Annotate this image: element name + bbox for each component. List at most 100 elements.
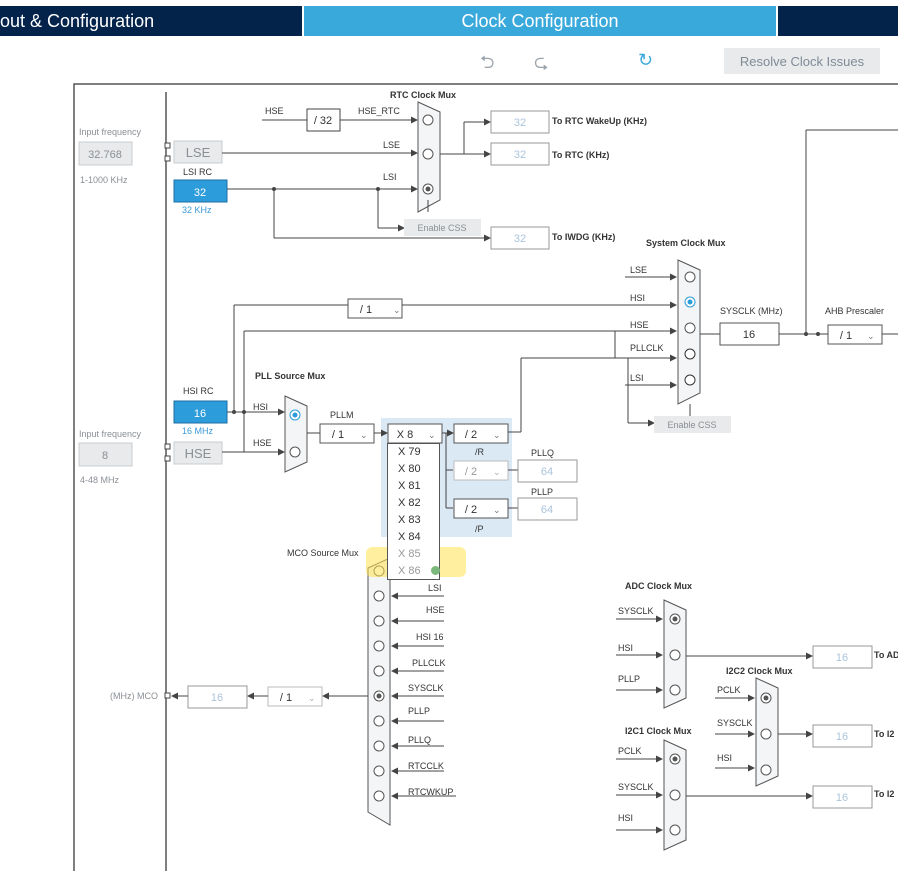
i2c2-output-value: 16 bbox=[836, 731, 848, 743]
pllp-div-value: / 2 bbox=[465, 504, 477, 516]
ahb-prescaler-value: / 1 bbox=[840, 330, 852, 342]
i2c1-output bbox=[812, 785, 873, 809]
hsi-rc-unit: 16 MHz bbox=[182, 426, 214, 436]
rtc-wakeup-label: To RTC WakeUp (KHz) bbox=[552, 116, 647, 126]
rtc-output bbox=[490, 142, 550, 166]
pllp-output bbox=[517, 497, 578, 521]
plln-option-85[interactable]: X 85 bbox=[398, 548, 421, 560]
tab-pinout-configuration[interactable]: out & Configuration bbox=[0, 6, 302, 36]
mco-divider-chevron: ⌄ bbox=[308, 693, 316, 703]
hsi-sysclk-divider-chevron: ⌄ bbox=[393, 305, 401, 315]
i2c1-option-sysclk[interactable] bbox=[669, 789, 681, 801]
mco-output-value: 16 bbox=[211, 692, 223, 704]
sysmux-option-lsi[interactable] bbox=[684, 374, 696, 386]
lse-pin bbox=[164, 142, 171, 149]
adc-input-pllp: PLLP bbox=[618, 674, 640, 684]
refresh-icon[interactable]: ↻ bbox=[638, 50, 654, 70]
hsi-sysclk-divider[interactable] bbox=[347, 298, 403, 319]
plln-option-79[interactable]: X 79 bbox=[398, 446, 421, 458]
adc-option-hsi[interactable] bbox=[669, 649, 681, 661]
pllq-output-value: 64 bbox=[541, 466, 553, 478]
redo-icon[interactable]: ⮎ bbox=[534, 52, 549, 72]
pllr-chevron: ⌄ bbox=[493, 430, 501, 440]
rtc-wakeup-output bbox=[490, 110, 550, 134]
lse-oscillator-label: LSE bbox=[186, 145, 211, 160]
plln-option-82[interactable]: X 82 bbox=[398, 497, 421, 509]
iwdg-output-label: To IWDG (KHz) bbox=[552, 232, 615, 242]
i2c1-output-value: 16 bbox=[836, 792, 848, 804]
sysmux-enable-css-button[interactable] bbox=[654, 416, 731, 433]
sysmux-option-lse[interactable] bbox=[684, 271, 696, 283]
plln-option-86[interactable]: X 86 bbox=[398, 565, 421, 577]
pllp-chevron: ⌄ bbox=[493, 505, 501, 515]
mco-label: (MHz) MCO bbox=[110, 691, 158, 701]
pll-src-option-hse[interactable] bbox=[289, 446, 301, 458]
mco-option-pllq[interactable] bbox=[373, 740, 385, 752]
resolve-clock-issues-button[interactable]: Resolve Clock Issues bbox=[724, 48, 880, 74]
rtc-lsi-label: LSI bbox=[383, 172, 397, 182]
pllm-label: PLLM bbox=[330, 410, 354, 420]
hse-input-frequency-field[interactable] bbox=[78, 442, 133, 467]
mco-option-pllclk[interactable] bbox=[373, 665, 385, 677]
mco-option-hsi16[interactable] bbox=[373, 640, 385, 652]
mco-option-rtcwkup[interactable] bbox=[373, 790, 385, 802]
mco-input-rtcwkup: RTCWKUP bbox=[408, 787, 453, 797]
rtc-clock-mux-title: RTC Clock Mux bbox=[390, 90, 456, 100]
i2c2-clock-mux-title: I2C2 Clock Mux bbox=[726, 666, 793, 676]
mco-option-hse[interactable] bbox=[373, 615, 385, 627]
i2c1-input-hsi: HSI bbox=[618, 813, 633, 823]
rtc-enable-css-label: Enable CSS bbox=[417, 223, 466, 233]
i2c1-output-label: To I2 bbox=[874, 789, 894, 799]
plln-dropdown-list[interactable]: X 79 X 80 X 81 X 82 X 83 X 84 X 85 X 86 bbox=[387, 443, 440, 580]
pllr-value: / 2 bbox=[465, 429, 477, 441]
mco-input-pllq: PLLQ bbox=[408, 735, 431, 745]
pllp-output-value: 64 bbox=[541, 504, 553, 516]
i2c1-input-pclk: PCLK bbox=[618, 746, 642, 756]
dropdown-scroll-indicator[interactable] bbox=[431, 566, 440, 575]
sysmux-input-hse: HSE bbox=[630, 320, 649, 330]
mco-input-lsi: LSI bbox=[428, 583, 442, 593]
plln-option-81[interactable]: X 81 bbox=[398, 480, 421, 492]
tab-next[interactable] bbox=[778, 6, 898, 36]
adc-option-pllp[interactable] bbox=[669, 684, 681, 696]
sysmux-option-hse[interactable] bbox=[684, 322, 696, 334]
sysclk-label: SYSCLK (MHz) bbox=[720, 306, 783, 316]
sysmux-option-pllclk[interactable] bbox=[684, 348, 696, 360]
rtc-mux-option-hse[interactable] bbox=[422, 114, 434, 126]
mco-option-lsi[interactable] bbox=[373, 590, 385, 602]
undo-icon[interactable]: ⮌ bbox=[480, 52, 495, 72]
lsi-rc-unit: 32 KHz bbox=[182, 205, 212, 215]
mco-pin bbox=[164, 692, 171, 699]
plln-option-83[interactable]: X 83 bbox=[398, 514, 421, 526]
i2c2-input-hsi: HSI bbox=[717, 753, 732, 763]
rtc-mux-option-lse[interactable] bbox=[422, 148, 434, 160]
lse-input-frequency-label: Input frequency bbox=[79, 127, 142, 137]
tab-clock-configuration[interactable]: Clock Configuration bbox=[304, 6, 776, 36]
plln-option-84[interactable]: X 84 bbox=[398, 531, 421, 543]
i2c1-option-hsi[interactable] bbox=[669, 824, 681, 836]
mco-option-rtcclk[interactable] bbox=[373, 765, 385, 777]
plln-option-80[interactable]: X 80 bbox=[398, 463, 421, 475]
sysmux-enable-css-label: Enable CSS bbox=[667, 420, 716, 430]
hse-input-frequency-label: Input frequency bbox=[79, 429, 142, 439]
iwdg-output bbox=[490, 226, 550, 250]
mco-input-rtcclk: RTCCLK bbox=[408, 761, 444, 771]
pllr-dropdown[interactable] bbox=[453, 423, 509, 444]
mco-input-pllp: PLLP bbox=[408, 706, 430, 716]
lse-input-frequency-field[interactable] bbox=[78, 141, 133, 166]
pllq-chevron: ⌄ bbox=[493, 467, 501, 477]
pll-src-hsi-label: HSI bbox=[253, 402, 268, 412]
hsi-rc-title: HSI RC bbox=[183, 386, 214, 396]
i2c2-option-hsi[interactable] bbox=[760, 764, 772, 776]
pllq-div-value: / 2 bbox=[465, 466, 477, 478]
pllq-label: PLLQ bbox=[531, 448, 554, 458]
i2c2-option-sysclk[interactable] bbox=[760, 728, 772, 740]
i2c2-output bbox=[812, 724, 873, 748]
lse-pin-2 bbox=[164, 155, 171, 162]
pllq-output bbox=[517, 459, 578, 483]
mco-option-pllp[interactable] bbox=[373, 715, 385, 727]
rtc-enable-css-button[interactable] bbox=[404, 219, 481, 236]
pllm-chevron: ⌄ bbox=[360, 430, 368, 440]
rtc-hse-label: HSE bbox=[265, 106, 284, 116]
sysmux-input-hsi: HSI bbox=[630, 293, 645, 303]
